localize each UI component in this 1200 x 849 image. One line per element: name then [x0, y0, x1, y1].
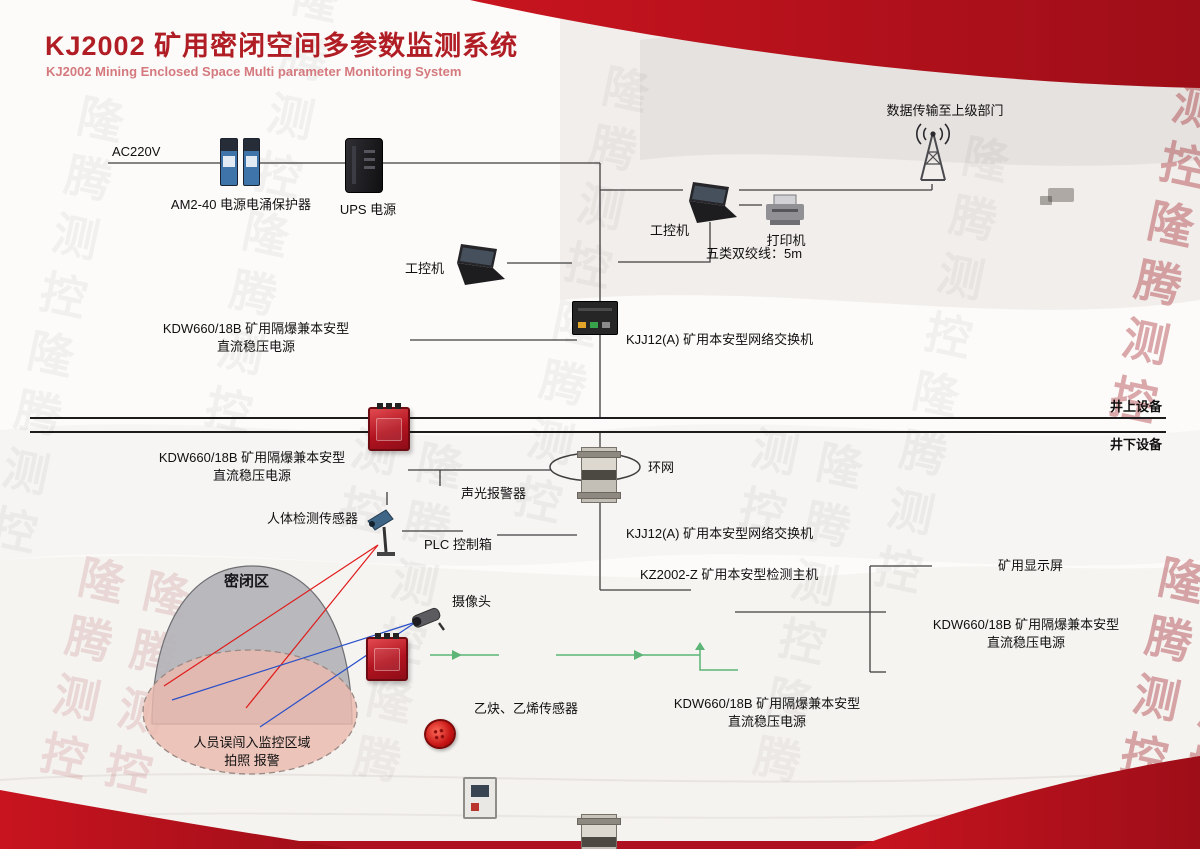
switch-label: KJJ12(A) 矿用本安型网络交换机	[626, 526, 814, 541]
page-title: KJ2002 矿用密闭空间多参数监测系统	[45, 31, 519, 61]
printer-icon	[766, 194, 804, 225]
power-supply-label: 直流稳压电源	[212, 468, 292, 483]
power-supply-label: 直流稳压电源	[216, 339, 296, 354]
ups-device	[345, 138, 383, 193]
ac220v-label: AC220V	[112, 144, 161, 159]
ipc-label: 工控机	[405, 261, 445, 276]
network-switch-device	[577, 447, 621, 503]
ring-network-label: 环网	[648, 460, 675, 475]
dc-power-supply-device	[366, 633, 408, 681]
red-beam	[245, 544, 379, 709]
red-beam	[163, 544, 379, 687]
data-upload-label: 数据传输至上级部门	[886, 103, 1004, 118]
laptop-icon	[457, 244, 505, 285]
dc-power-supply-device	[368, 403, 410, 451]
intrusion-monitor-area	[142, 649, 358, 775]
gas-sensor-label: 乙炔、乙烯传感器	[473, 701, 579, 716]
ups-label: UPS 电源	[339, 202, 397, 217]
cat5-cable-label: 五类双绞线：5m	[706, 246, 803, 261]
page-subtitle: KJ2002 Mining Enclosed Space Multi param…	[46, 64, 462, 79]
plc-control-box-device	[463, 777, 497, 819]
switch-label: KJJ12(A) 矿用本安型网络交换机	[626, 332, 814, 347]
human-sensor-label: 人体检测传感器	[266, 511, 358, 526]
bottom-right-swoosh	[852, 756, 1200, 849]
ipc-label: 工控机	[650, 223, 690, 238]
green-arrows	[452, 642, 705, 660]
human-sensor-icon	[367, 509, 395, 556]
display-label: 矿用显示屏	[998, 558, 1064, 573]
top-right-swoosh	[470, 0, 1200, 88]
enclosed-zone-shape	[142, 565, 358, 775]
power-supply-label: KDW660/18B 矿用隔爆兼本安型	[673, 696, 861, 711]
camera-icon	[411, 607, 445, 631]
green-wires	[430, 646, 738, 671]
laptop-icon	[689, 182, 737, 223]
antenna-icon	[916, 123, 950, 181]
detection-host-label: KZ2002-Z 矿用本安型检测主机	[640, 567, 819, 582]
camera-label: 摄像头	[452, 594, 492, 609]
power-supply-label: KDW660/18B 矿用隔爆兼本安型	[932, 617, 1120, 632]
printer-label: 打印机	[766, 233, 806, 248]
bottom-left-swoosh	[0, 790, 350, 849]
intrusion-warning-label: 人员误闯入监控区域	[193, 735, 311, 750]
enclosed-zone-label: 密闭区	[224, 573, 270, 590]
surge-protector-device	[220, 138, 260, 186]
plc-label: PLC 控制箱	[424, 537, 492, 552]
alarm-label: 声光报警器	[461, 486, 527, 501]
network-switch-device	[577, 814, 621, 849]
power-supply-label: 直流稳压电源	[986, 635, 1066, 650]
divider-lines	[30, 417, 1166, 433]
surge-protector-label: AM2-40 电源电涌保护器	[170, 197, 312, 212]
power-supply-label: KDW660/18B 矿用隔爆兼本安型	[158, 450, 346, 465]
surge-unit-icon	[242, 138, 260, 186]
media-converter-device	[572, 301, 618, 335]
power-supply-label: KDW660/18B 矿用隔爆兼本安型	[162, 321, 350, 336]
underground-equipment-label: 井下设备	[1109, 437, 1162, 452]
surface-equipment-label: 井上设备	[1109, 399, 1162, 414]
surge-unit-icon	[220, 138, 238, 186]
surface-wires	[108, 162, 933, 418]
power-supply-label: 直流稳压电源	[727, 714, 807, 729]
intrusion-warning-label: 拍照 报警	[224, 753, 280, 768]
